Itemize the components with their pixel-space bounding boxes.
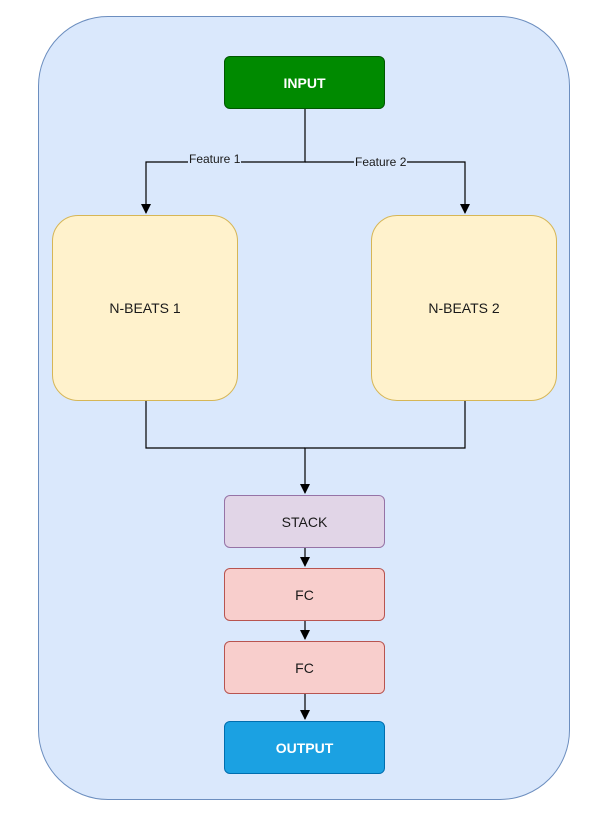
edge-nbeats-1-to-stack (145, 401, 305, 449)
input-node: INPUT (224, 56, 385, 109)
output-node: OUTPUT (224, 721, 385, 774)
edge-input-to-nbeats-2 (305, 161, 470, 214)
feature-2-label: Feature 2 (354, 155, 408, 169)
stack-node: STACK (224, 495, 385, 548)
nbeats-2-node: N-BEATS 2 (371, 215, 557, 401)
nbeats-1-node: N-BEATS 1 (52, 215, 238, 401)
edge-nbeats-2-to-stack (300, 401, 466, 494)
feature-1-label: Feature 1 (188, 152, 242, 166)
fc-1-node: FC (224, 568, 385, 621)
fc-2-node: FC (224, 641, 385, 694)
